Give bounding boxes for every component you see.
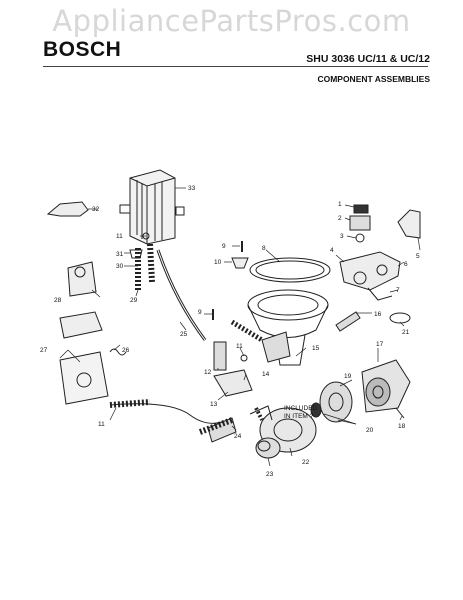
callout-18: 18 — [398, 423, 406, 430]
callout-12: 12 — [204, 369, 212, 376]
part-1-2-3-switch — [349, 204, 371, 243]
callout-32: 32 — [92, 206, 100, 213]
callout-30: 30 — [116, 263, 124, 270]
part-25-hose — [156, 249, 207, 341]
part-4-6-7-valve — [339, 251, 401, 301]
callout-23: 23 — [266, 471, 274, 478]
callout-17: 17 — [376, 341, 384, 348]
part-28-sensor — [67, 261, 97, 297]
callout-4: 4 — [330, 247, 334, 254]
part-33-dispenser-block — [119, 169, 185, 245]
part-17-circulation-motor — [361, 359, 411, 419]
section-title: COMPONENT ASSEMBLIES — [317, 74, 430, 84]
callout-28: 28 — [54, 297, 62, 304]
callout-26: 26 — [122, 347, 130, 354]
callout-9-top: 9 — [222, 243, 226, 250]
callout-24: 24 — [234, 433, 242, 440]
callout-5: 5 — [416, 253, 420, 260]
callout-9-lower: 9 — [198, 309, 202, 316]
note-line-1: INCLUDED — [284, 405, 318, 412]
callout-15: 15 — [312, 345, 320, 352]
part-26-27-bracket — [59, 311, 109, 405]
callout-19: 19 — [344, 373, 352, 380]
callout-16: 16 — [374, 311, 382, 318]
callout-13: 13 — [210, 401, 218, 408]
part-32-cover — [46, 201, 89, 217]
callout-10: 10 — [214, 259, 222, 266]
model-number: SHU 3036 UC/11 & UC/12 — [306, 53, 430, 65]
callout-8: 8 — [262, 245, 266, 252]
callout-31: 31 — [116, 251, 124, 258]
callout-7: 7 — [396, 287, 400, 294]
callout-2: 2 — [338, 215, 342, 222]
callout-25: 25 — [180, 331, 188, 338]
callout-11-lower: 11 — [98, 421, 105, 428]
callout-11-mid: 11 — [236, 343, 243, 350]
part-5-bracket — [397, 209, 421, 239]
callout-3: 3 — [340, 233, 344, 240]
callout-29: 29 — [130, 297, 138, 304]
header-rule — [43, 66, 428, 67]
part-22-23-pump — [249, 405, 317, 459]
part-13-pump-cover — [213, 369, 253, 397]
callout-6: 6 — [404, 261, 408, 268]
callout-11-top: 11 — [116, 233, 123, 240]
callout-27: 27 — [40, 347, 48, 354]
callout-14: 14 — [262, 371, 270, 378]
callout-33: 33 — [188, 185, 196, 192]
brand-logo: BOSCH — [43, 38, 122, 61]
note-line-2: IN ITEM ? — [284, 413, 314, 420]
callout-20: 20 — [366, 427, 374, 434]
part-29-30-corrugated-hose — [135, 243, 155, 290]
watermark: AppliancePartsPros.com — [52, 4, 411, 38]
callout-21: 21 — [402, 329, 410, 336]
part-16-float — [335, 311, 361, 332]
callout-1: 1 — [338, 201, 342, 208]
callout-22: 22 — [302, 459, 310, 466]
